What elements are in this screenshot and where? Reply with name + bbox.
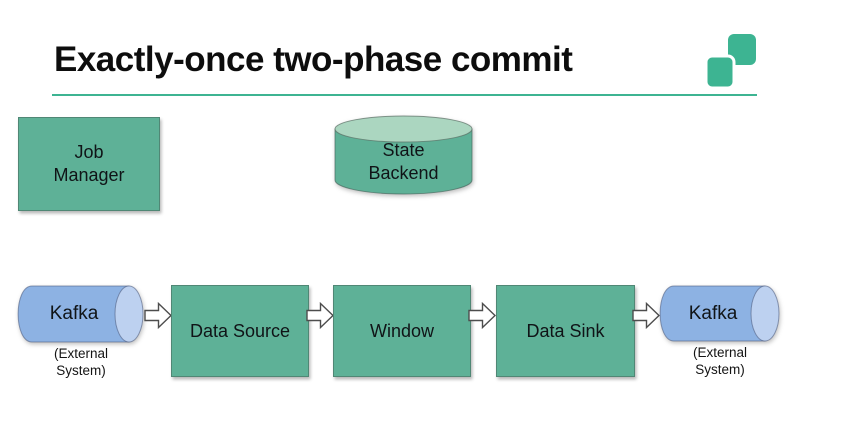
- title-underline: [52, 94, 757, 96]
- node-data-sink-label: Data Sink: [526, 320, 605, 341]
- flow-arrow-icon: [468, 301, 497, 330]
- flow-arrow-icon: [144, 301, 173, 330]
- node-data-source-label: Data Source: [189, 320, 291, 341]
- node-window-label: Window: [369, 320, 435, 341]
- flow-arrow-icon: [632, 301, 661, 330]
- node-data-sink: Data Sink: [496, 285, 635, 377]
- slide-title: Exactly-once two-phase commit: [54, 40, 573, 79]
- node-job-manager-label: Job Manager: [53, 142, 125, 185]
- kafka-sink-external-caption: (External System): [692, 345, 748, 377]
- overlapping-squares-logo-icon: [704, 33, 757, 90]
- node-kafka-source-label: Kafka: [49, 303, 99, 324]
- kafka-source-external-caption: (External System): [53, 346, 109, 378]
- node-data-source: Data Source: [171, 285, 309, 377]
- node-job-manager: Job Manager: [18, 117, 160, 211]
- node-state-backend-label: State Backend: [368, 140, 439, 183]
- node-state-backend: State Backend: [334, 115, 473, 195]
- node-window: Window: [333, 285, 471, 377]
- flow-arrow-icon: [306, 301, 335, 330]
- node-kafka-sink: Kafka: [659, 285, 781, 342]
- node-kafka-sink-label: Kafka: [688, 302, 738, 324]
- node-kafka-source: Kafka: [17, 285, 145, 343]
